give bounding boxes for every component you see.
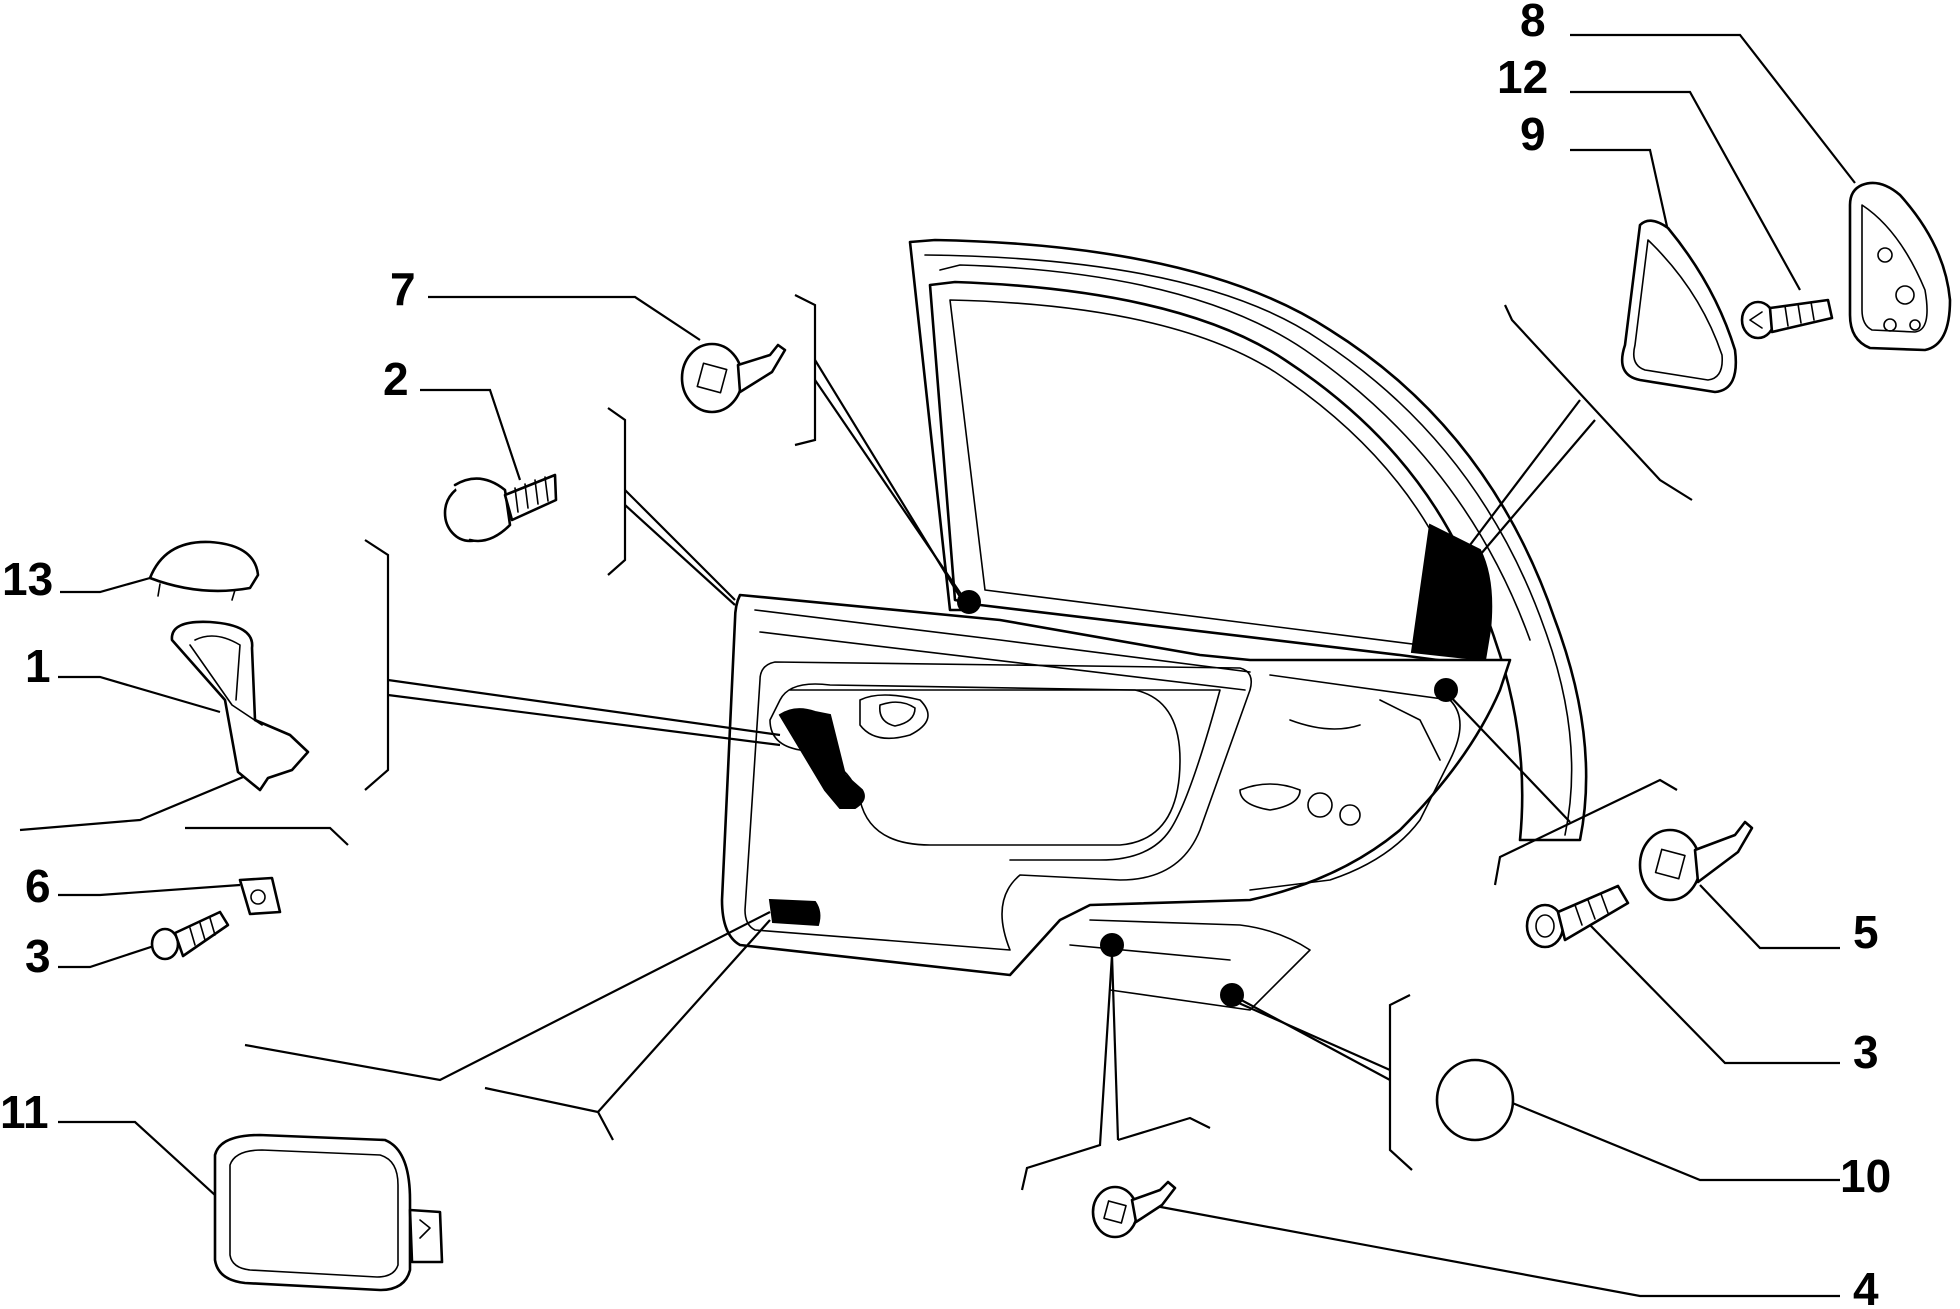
callout-7: 7 [390, 263, 416, 315]
callout-9: 9 [1520, 108, 1546, 160]
leader-lines [19, 33, 1856, 1298]
callout-11: 11 [0, 1086, 49, 1138]
mirror-mount-8 [1848, 181, 1952, 352]
callout-2: 2 [383, 353, 409, 405]
cap-13 [148, 540, 260, 601]
plug-10 [1435, 1058, 1515, 1142]
callout-8: 8 [1520, 0, 1546, 46]
push-clip-4 [1091, 1180, 1177, 1239]
clip-nut-6 [238, 876, 282, 916]
handle-1 [170, 620, 310, 792]
speaker-grille-11 [213, 1133, 444, 1292]
callout-3-left: 3 [25, 930, 51, 982]
callout-13: 13 [2, 553, 53, 605]
screw-3-left [150, 910, 230, 961]
push-clip-5 [1638, 820, 1754, 902]
fir-tree-clip-2 [443, 473, 558, 543]
callout-10: 10 [1840, 1150, 1891, 1202]
callout-12: 12 [1497, 51, 1548, 103]
rear-door-assembly [720, 238, 1588, 1011]
screw-3-right [1525, 884, 1630, 949]
push-clip-7 [680, 342, 787, 414]
screw-12 [1740, 298, 1834, 340]
callout-6: 6 [25, 860, 51, 912]
triangle-seal-9 [1620, 219, 1738, 394]
callout-labels: 8 12 9 7 2 13 1 6 3 11 5 3 10 4 [0, 0, 1891, 1309]
callout-4: 4 [1853, 1263, 1879, 1309]
callout-5: 5 [1853, 906, 1879, 958]
callout-1: 1 [25, 640, 51, 692]
callout-3-right: 3 [1853, 1026, 1879, 1078]
